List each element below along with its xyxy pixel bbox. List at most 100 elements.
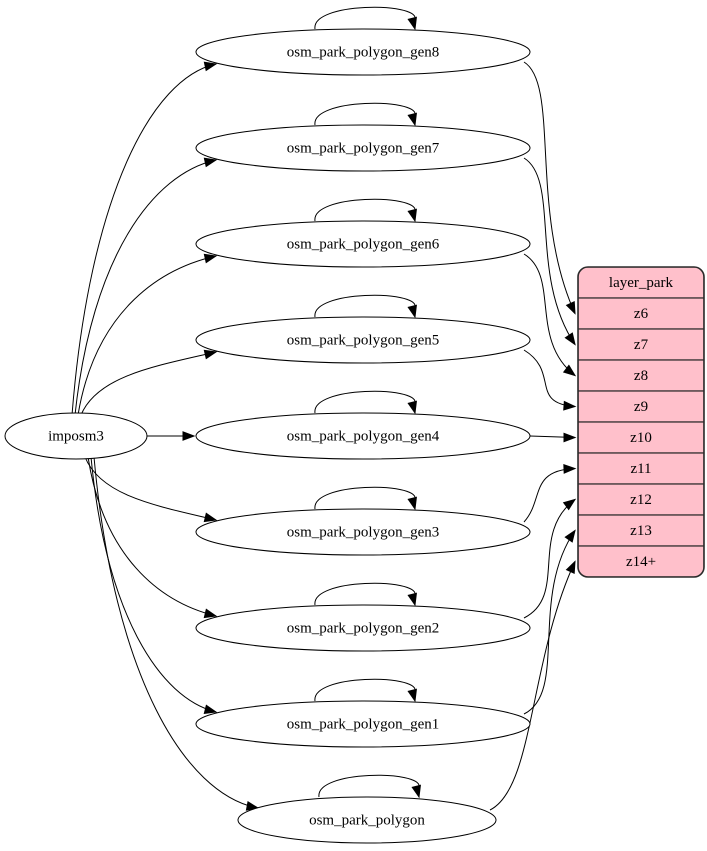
self-loop-osm_park_polygon_gen7 (314, 102, 416, 126)
arrow-imposm3-to-osm_park_polygon_gen2 (203, 608, 218, 619)
layer-park-row-label-z11: z11 (630, 461, 651, 477)
self-loop-arrow-osm_park_polygon_gen7 (407, 112, 417, 127)
edge-imposm3-to-osm_park_polygon_gen3 (84, 456, 217, 521)
node-osm_park_polygon_gen6-shape[interactable] (195, 220, 531, 268)
self-loop-osm_park_polygon_gen5 (314, 294, 416, 318)
layer-park-row-z9[interactable] (578, 390, 704, 423)
node-osm_park_polygon_gen1-shape[interactable] (195, 700, 531, 748)
nodes-layer: imposm3 osm_park_polygon_gen8 osm_park_pol… (4, 28, 531, 844)
arrow-imposm3-to-osm_park_polygon_gen7 (203, 157, 218, 168)
edges-layer (71, 6, 577, 811)
edge-imposm3-to-osm_park_polygon_gen5 (80, 351, 217, 416)
layer-park-row-label-z7: z7 (634, 337, 649, 353)
self-loop-arrow-osm_park_polygon_gen8 (407, 16, 417, 31)
self-loop-osm_park_polygon_gen1 (314, 678, 416, 702)
node-imposm3-shape[interactable] (4, 412, 148, 460)
arrow-osm_park_polygon_gen4-to-z10 (563, 432, 577, 443)
node-osm_park_polygon_gen1[interactable]: osm_park_polygon_gen1 (195, 700, 531, 748)
node-osm_park_polygon_gen6[interactable]: osm_park_polygon_gen6 (195, 220, 531, 268)
layer-park-row-label-z10: z10 (630, 430, 652, 446)
self-loop-osm_park_polygon (318, 774, 420, 798)
arrow-osm_park_polygon_gen5-to-z9 (563, 400, 577, 411)
arrow-imposm3-to-osm_park_polygon_gen1 (203, 704, 218, 715)
edge-imposm3-to-osm_park_polygon_gen7 (74, 159, 217, 416)
arrow-osm_park_polygon_gen3-to-z11 (563, 464, 577, 474)
node-osm_park_polygon_gen8-shape[interactable] (195, 28, 531, 76)
arrow-imposm3-to-osm_park_polygon_gen6 (203, 253, 218, 264)
layer-park-row-label-z9: z9 (634, 399, 648, 415)
arrow-osm_park_polygon_gen1-to-z13 (564, 529, 576, 543)
node-osm_park_polygon_gen2-shape[interactable] (195, 604, 531, 652)
node-osm_park_polygon-shape[interactable] (237, 796, 497, 844)
node-osm_park_polygon_gen3[interactable]: osm_park_polygon_gen3 (195, 508, 531, 556)
node-imposm3[interactable]: imposm3 (4, 412, 148, 460)
self-loop-arrow-osm_park_polygon_gen4 (407, 400, 417, 415)
self-loop-arrow-osm_park_polygon_gen2 (407, 592, 417, 607)
node-osm_park_polygon_gen8[interactable]: osm_park_polygon_gen8 (195, 28, 531, 76)
self-loop-arrow-osm_park_polygon (411, 784, 421, 799)
self-loop-osm_park_polygon_gen6 (314, 198, 416, 222)
arrow-imposm3-to-osm_park_polygon_gen3 (203, 512, 218, 523)
arrow-osm_park_polygon_gen7-to-z7 (564, 332, 576, 346)
self-loop-arrow-osm_park_polygon_gen1 (407, 688, 417, 703)
node-osm_park_polygon-label: osm_park_polygon (309, 812, 425, 828)
node-osm_park_polygon_gen2-label: osm_park_polygon_gen2 (287, 620, 439, 636)
arrow-imposm3-to-osm_park_polygon_gen8 (203, 61, 218, 72)
self-loop-osm_park_polygon_gen8 (314, 6, 416, 30)
arrow-osm_park_polygon-to-z14+ (565, 560, 576, 575)
node-osm_park_polygon[interactable]: osm_park_polygon (237, 796, 497, 844)
edge-osm_park_polygon-to-z14+ (489, 561, 576, 811)
layer-park-row-label-z6: z6 (634, 306, 649, 322)
layer-park-outline (577, 266, 705, 578)
self-loop-arrow-osm_park_polygon_gen5 (407, 304, 417, 319)
node-osm_park_polygon_gen6-label: osm_park_polygon_gen6 (287, 236, 440, 252)
layer-park-row-label-z14+: z14+ (626, 554, 656, 570)
self-loop-osm_park_polygon_gen4 (314, 390, 416, 414)
node-osm_park_polygon_gen5-shape[interactable] (195, 316, 531, 364)
edge-osm_park_polygon_gen7-to-z7 (523, 157, 576, 345)
edge-osm_park_polygon_gen3-to-z11 (523, 468, 576, 523)
layer-park-row-label-z8: z8 (634, 368, 648, 384)
layer-park-row-z8[interactable] (578, 359, 704, 392)
node-osm_park_polygon_gen4-label: osm_park_polygon_gen4 (287, 428, 440, 444)
arrow-imposm3-to-osm_park_polygon_gen5 (203, 349, 218, 360)
node-osm_park_polygon_gen5[interactable]: osm_park_polygon_gen5 (195, 316, 531, 364)
arrow-osm_park_polygon_gen2-to-z12 (562, 498, 577, 511)
arrow-imposm3-to-osm_park_polygon_gen4 (182, 431, 196, 441)
edge-osm_park_polygon_gen2-to-z12 (523, 499, 576, 619)
edge-imposm3-to-osm_park_polygon_gen6 (77, 255, 217, 416)
edge-imposm3-to-osm_park_polygon_gen1 (90, 456, 217, 713)
self-loop-arrow-osm_park_polygon_gen6 (407, 208, 417, 223)
layer-park-row-label-z12: z12 (630, 492, 652, 508)
edge-osm_park_polygon_gen8-to-z6 (523, 61, 576, 314)
node-osm_park_polygon_gen3-shape[interactable] (195, 508, 531, 556)
node-osm_park_polygon_gen5-label: osm_park_polygon_gen5 (287, 332, 439, 348)
node-imposm3-label: imposm3 (48, 428, 104, 444)
arrow-osm_park_polygon_gen6-to-z8 (562, 364, 577, 377)
node-osm_park_polygon_gen2[interactable]: osm_park_polygon_gen2 (195, 604, 531, 652)
layer-park-row-z6[interactable] (578, 297, 704, 330)
edge-imposm3-to-osm_park_polygon_gen2 (87, 456, 217, 617)
edge-imposm3-to-osm_park_polygon_gen8 (71, 63, 217, 416)
node-osm_park_polygon_gen7-label: osm_park_polygon_gen7 (287, 140, 440, 156)
self-loop-arrow-osm_park_polygon_gen3 (407, 496, 417, 511)
node-osm_park_polygon_gen8-label: osm_park_polygon_gen8 (287, 44, 439, 60)
layer-park-row-label-z13: z13 (630, 523, 652, 539)
self-loop-osm_park_polygon_gen3 (314, 486, 416, 510)
layer-park-body (578, 267, 704, 577)
node-osm_park_polygon_gen3-label: osm_park_polygon_gen3 (287, 524, 439, 540)
node-osm_park_polygon_gen7[interactable]: osm_park_polygon_gen7 (195, 124, 531, 172)
node-osm_park_polygon_gen4-shape[interactable] (195, 412, 531, 460)
edge-imposm3-to-osm_park_polygon (93, 456, 259, 809)
node-osm_park_polygon_gen7-shape[interactable] (195, 124, 531, 172)
edge-osm_park_polygon_gen5-to-z9 (523, 349, 576, 407)
layer-park-header-label: layer_park (609, 275, 674, 291)
edge-osm_park_polygon_gen6-to-z8 (523, 253, 576, 376)
node-osm_park_polygon_gen1-label: osm_park_polygon_gen1 (287, 716, 439, 732)
node-osm_park_polygon_gen4[interactable]: osm_park_polygon_gen4 (195, 412, 531, 460)
layer-park-table: layer_park z6 z7 z8 z9 z10 z11 z12 z13 z14+ (577, 266, 705, 578)
layer-park-row-z14+[interactable] (578, 545, 704, 577)
arrow-osm_park_polygon_gen8-to-z6 (565, 300, 576, 315)
